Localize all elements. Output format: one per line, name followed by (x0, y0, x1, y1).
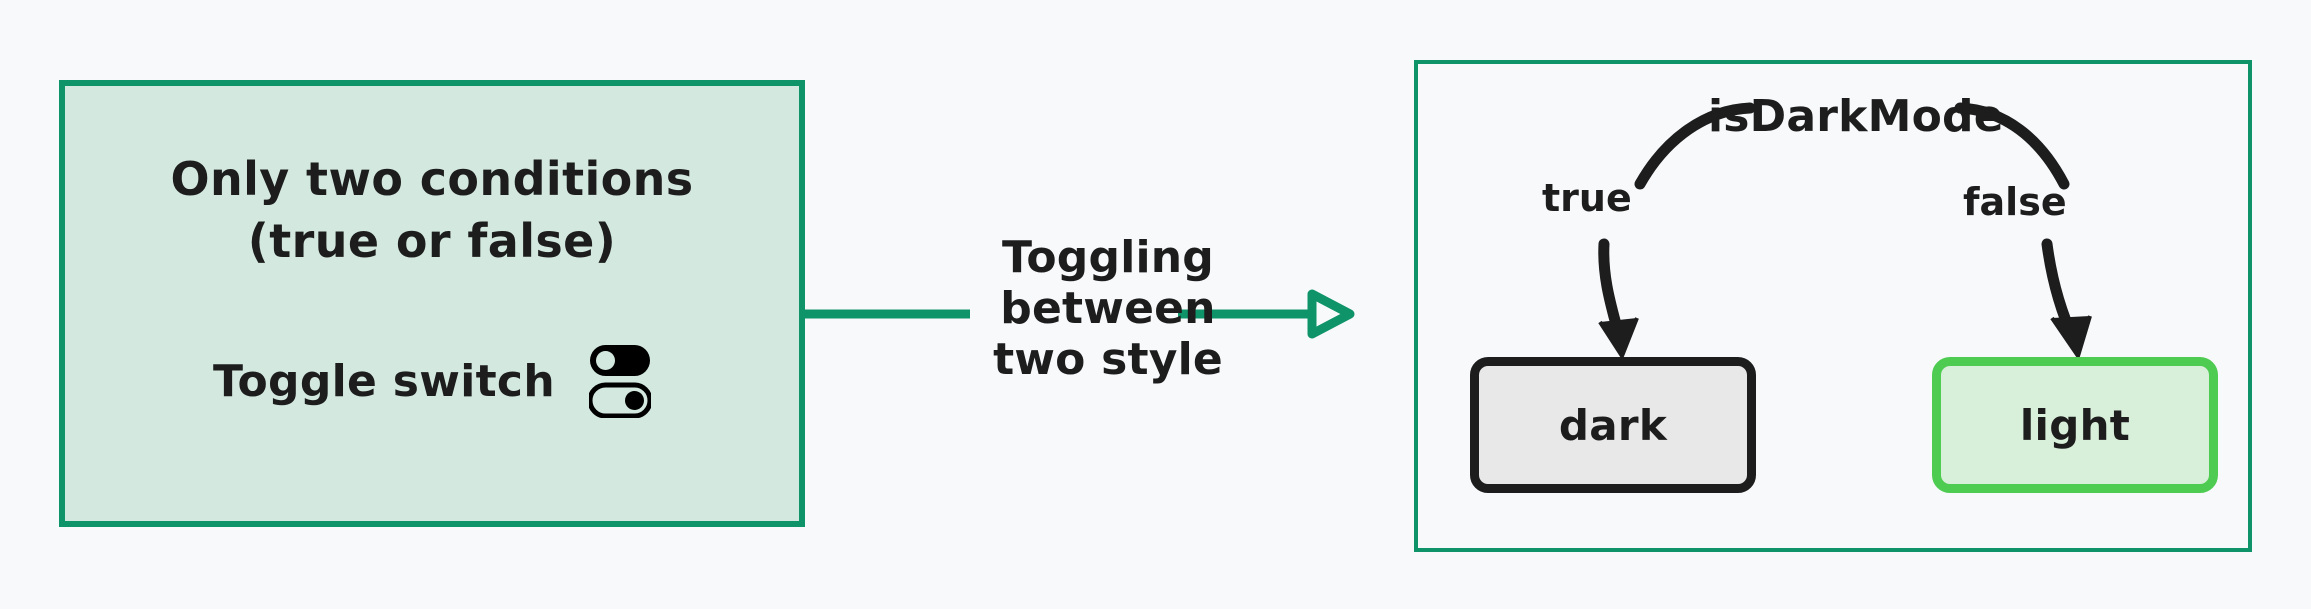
branching-panel: isDarkMode true false dark light (1414, 60, 2252, 552)
connector-caption-line-1: Toggling (1002, 232, 1214, 283)
mode-box-light[interactable]: light (1932, 357, 2218, 493)
false-branch-arrowhead (2050, 315, 2092, 358)
conditions-panel: Only two conditions (true or false) Togg… (59, 80, 805, 527)
condition-label-true: true (1542, 176, 1632, 220)
false-branch-stem (2041, 238, 2080, 346)
conditions-heading-line-1: Only two conditions (170, 152, 694, 206)
true-branch-arrowhead (1598, 317, 1639, 358)
condition-label-false: false (1963, 180, 2067, 224)
toggle-switch-label: Toggle switch (213, 355, 555, 407)
connector-caption: Toggling between two style (978, 232, 1238, 385)
true-branch-stem (1598, 238, 1626, 346)
conditions-heading-line-2: (true or false) (247, 214, 617, 268)
connector-caption-line-2: between (1000, 283, 1216, 335)
flow-connector-arrow (800, 289, 1355, 339)
connector-arrowhead (1307, 289, 1355, 339)
mode-box-dark[interactable]: dark (1470, 357, 1756, 493)
toggle-switch-row: Toggle switch (65, 344, 799, 418)
variable-label: isDarkMode (1708, 91, 2004, 142)
connector-caption-line-3: two style (993, 334, 1223, 386)
toggle-switch-icon (588, 345, 651, 418)
